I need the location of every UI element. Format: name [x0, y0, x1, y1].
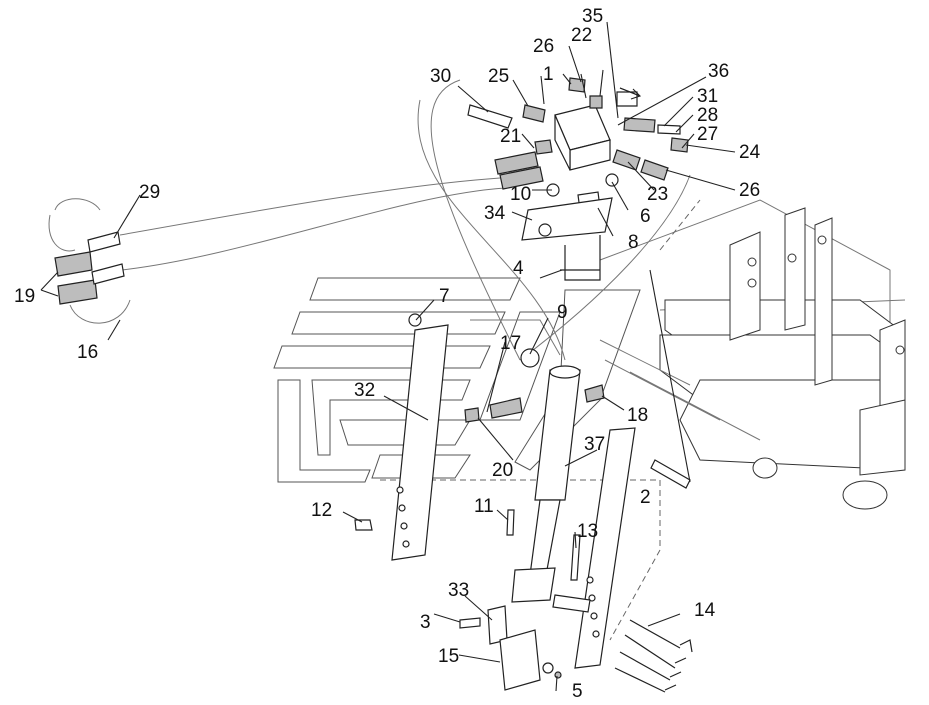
callout-31: 31 [697, 86, 718, 107]
callout-2: 2 [640, 487, 651, 508]
flow-arrow [619, 87, 642, 100]
valve-block-assembly [467, 77, 689, 281]
callout-29: 29 [139, 182, 160, 203]
callout-23: 23 [647, 184, 668, 205]
callout-13: 13 [577, 521, 598, 542]
callout-3: 3 [420, 612, 431, 633]
lift-arms [391, 313, 636, 669]
callout-24: 24 [739, 142, 761, 163]
construction-lines [380, 99, 701, 641]
callout-20: 20 [492, 460, 513, 481]
callout-33: 33 [448, 580, 469, 601]
callout-27: 27 [697, 124, 718, 145]
callout-16: 16 [77, 342, 98, 363]
quick-couplers [54, 231, 125, 305]
callout-4: 4 [513, 258, 524, 279]
callout-30: 30 [430, 66, 451, 87]
callout-15: 15 [438, 646, 459, 667]
callout-14: 14 [694, 600, 716, 621]
callout-7: 7 [439, 286, 450, 307]
callout-22: 22 [571, 25, 592, 46]
callout-1: 1 [543, 64, 554, 85]
callout-19: 19 [14, 286, 35, 307]
hydraulic-cylinder [464, 365, 691, 613]
callout-6: 6 [640, 206, 651, 227]
callout-10: 10 [510, 184, 531, 205]
callout-34: 34 [484, 203, 506, 224]
callout-36: 36 [708, 61, 729, 82]
callout-21: 21 [500, 126, 521, 147]
bottom-hardware [354, 519, 693, 693]
callout-8: 8 [628, 232, 639, 253]
callout-32: 32 [354, 380, 375, 401]
callout-17: 17 [500, 333, 521, 354]
leader-lines [40, 21, 736, 692]
callout-12: 12 [311, 500, 332, 521]
hydraulic-hoses [48, 79, 691, 361]
callout-35: 35 [582, 6, 603, 27]
callout-28: 28 [697, 105, 718, 126]
callout-11: 11 [474, 496, 494, 517]
callout-26-right: 26 [739, 180, 760, 201]
callout-37: 37 [584, 434, 605, 455]
callout-5: 5 [572, 681, 583, 702]
callout-25: 25 [488, 66, 509, 87]
callout-labels: 1 2 3 4 5 6 7 8 9 10 11 12 13 14 15 16 1… [14, 6, 761, 702]
callout-18: 18 [627, 405, 648, 426]
callout-9: 9 [557, 302, 568, 323]
tractor-frame [599, 199, 906, 510]
callout-26-top: 26 [533, 36, 554, 57]
